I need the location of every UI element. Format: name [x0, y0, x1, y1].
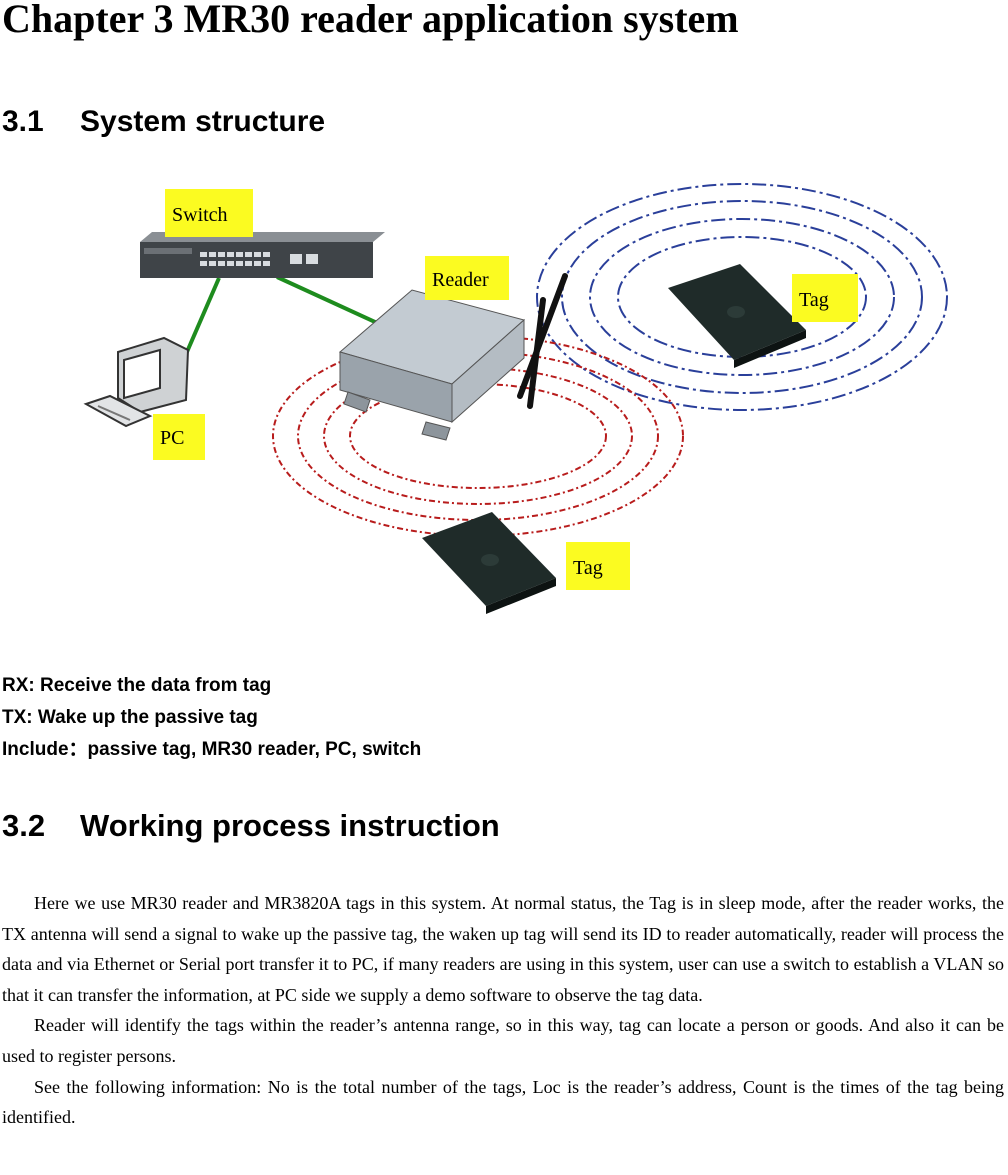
paragraph: See the following information: No is the… [2, 1076, 1004, 1128]
tag-icon [668, 264, 806, 368]
pc-icon [83, 336, 190, 428]
note-rx: RX: Receive the data from tag [2, 675, 272, 696]
chapter-title: Chapter 3 MR30 reader application system [2, 0, 739, 41]
switch-icon [140, 232, 385, 278]
label-tag-lower-text: Tag [573, 557, 603, 579]
label-tag-upper: Tag [792, 274, 858, 322]
section-heading-working-process: 3.2 Working process instruction [2, 808, 500, 844]
label-switch-text: Switch [172, 204, 228, 226]
section-number: 3.1 [2, 105, 44, 138]
section-number: 3.2 [2, 808, 46, 843]
tag-icon [422, 512, 556, 614]
label-switch: Switch [165, 189, 253, 237]
reader-icon [338, 273, 568, 441]
label-tag-upper-text: Tag [799, 289, 829, 311]
label-pc-text: PC [160, 427, 184, 449]
section-title: System structure [80, 105, 326, 138]
section-heading-system-structure: 3.1 System structure [2, 104, 325, 140]
label-reader: Reader [425, 256, 509, 300]
paragraph: Here we use MR30 reader and MR3820A tags… [2, 893, 1004, 1005]
label-tag-lower: Tag [566, 542, 630, 590]
section-body: Here we use MR30 reader and MR3820A tags… [2, 888, 1004, 1133]
label-reader-text: Reader [432, 269, 489, 291]
active-tag-signal-rings [536, 183, 948, 411]
section-title: Working process instruction [80, 808, 500, 843]
figure-notes: RX: Receive the data from tag TX: Wake u… [2, 672, 421, 768]
note-tx: TX: Wake up the passive tag [2, 707, 258, 728]
paragraph: Reader will identify the tags within the… [2, 1015, 1004, 1066]
label-pc: PC [153, 414, 205, 460]
note-include: Include：passive tag, MR30 reader, PC, sw… [2, 739, 422, 760]
system-structure-diagram: Switch Reader PC Tag Tag [83, 183, 948, 614]
